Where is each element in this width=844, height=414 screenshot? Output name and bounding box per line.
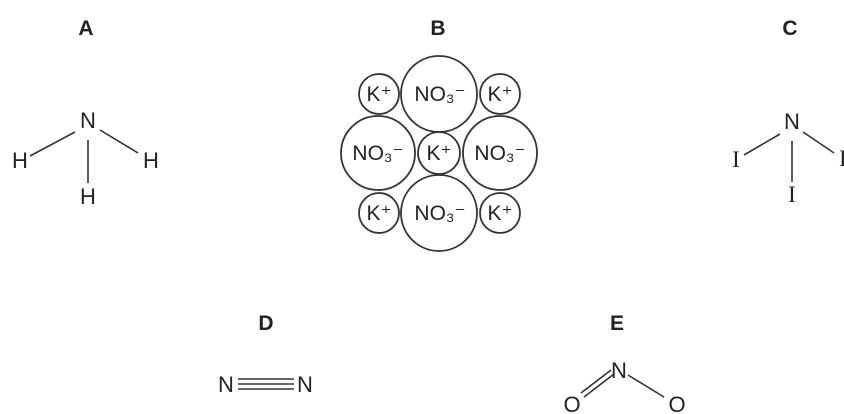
bond-n-h-left <box>29 131 76 157</box>
panel-d-label: D <box>258 312 273 335</box>
atom-n: N <box>784 109 800 134</box>
single-bond <box>627 374 665 398</box>
atom-i-bottom: I <box>788 182 796 207</box>
k-ion-bottom-right-label: K⁺ <box>487 202 512 225</box>
atom-h-bottom: H <box>80 184 96 209</box>
panel-c-label: C <box>782 17 797 40</box>
k-ion-top-right-label: K⁺ <box>487 83 512 106</box>
double-bond-line-2 <box>583 373 615 398</box>
panel-c: C N I I I <box>732 17 844 207</box>
k-ion-top-left <box>358 73 400 115</box>
no3-ion-mid-left-label: NO₃⁻ <box>352 142 403 165</box>
atom-n-right: N <box>297 372 313 397</box>
atom-h-right: H <box>143 148 159 173</box>
panel-e-label: E <box>610 312 624 335</box>
k-ion-bottom-left-label: K⁺ <box>366 202 391 225</box>
k-ion-top-right <box>479 73 521 115</box>
bond-n-i-left <box>743 133 781 156</box>
k-ion-bottom-right <box>479 192 521 234</box>
no3-ion-mid-right-label: NO₃⁻ <box>474 142 525 165</box>
bond-n-h-right <box>99 129 139 154</box>
atom-i-left: I <box>732 147 740 172</box>
atom-i-right: I <box>839 146 844 171</box>
no3-ion-top-label: NO₃⁻ <box>414 83 465 106</box>
no3-ion-mid-right <box>462 115 538 191</box>
atom-n-left: N <box>218 372 234 397</box>
panel-a: A N H H H <box>12 17 159 209</box>
no3-ion-mid-left <box>340 115 416 191</box>
panel-e: E N O O <box>563 312 685 414</box>
atom-n: N <box>611 358 627 383</box>
panel-b: B K⁺ NO₃⁻ K⁺ NO₃⁻ K⁺ NO₃⁻ K⁺ NO₃⁻ K⁺ <box>340 17 538 252</box>
k-ion-center-label: K⁺ <box>426 142 451 165</box>
panel-b-label: B <box>430 17 445 40</box>
no3-ion-bottom <box>400 174 478 252</box>
atom-o-left: O <box>563 392 580 414</box>
panel-d: D N N <box>218 312 313 397</box>
atom-n: N <box>80 108 96 133</box>
no3-ion-bottom-label: NO₃⁻ <box>414 202 465 225</box>
panel-a-label: A <box>78 17 93 40</box>
k-ion-top-left-label: K⁺ <box>366 83 391 106</box>
atom-o-right: O <box>668 392 685 414</box>
k-ion-bottom-left <box>358 192 400 234</box>
k-ion-center <box>417 131 461 175</box>
bond-n-i-right <box>802 131 835 154</box>
atom-h-left: H <box>12 148 28 173</box>
double-bond-line-1 <box>580 369 612 394</box>
